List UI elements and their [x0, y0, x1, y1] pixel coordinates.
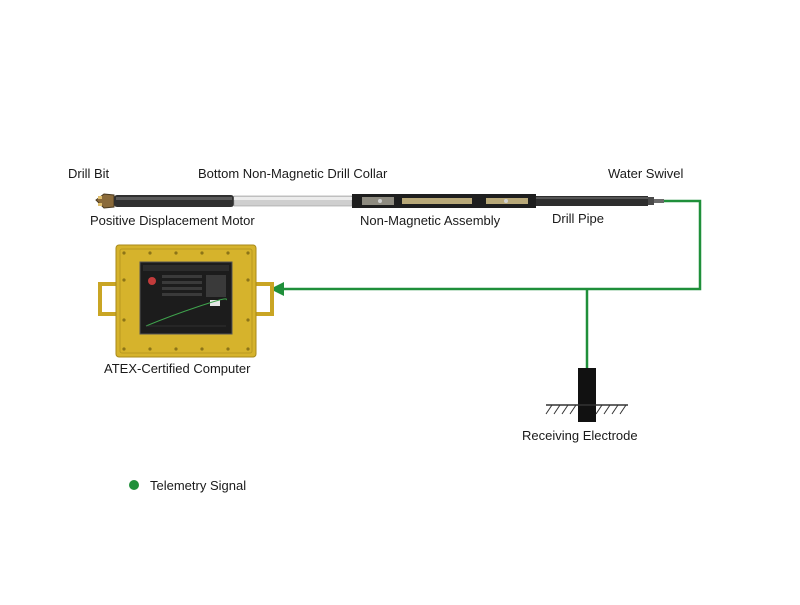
drill-string [95, 193, 664, 209]
label-drill-pipe: Drill Pipe [552, 211, 604, 226]
label-computer: ATEX-Certified Computer [104, 361, 251, 376]
motor-section [114, 195, 234, 207]
label-bottom-collar: Bottom Non-Magnetic Drill Collar [198, 166, 388, 181]
drill-pipe-section [536, 196, 648, 206]
label-drill-bit: Drill Bit [68, 166, 110, 181]
legend-label: Telemetry Signal [150, 478, 246, 493]
label-pdm: Positive Displacement Motor [90, 213, 255, 228]
label-water-swivel: Water Swivel [608, 166, 683, 181]
legend: Telemetry Signal [129, 478, 246, 493]
signal-arrow-icon [270, 282, 284, 296]
water-swivel-icon [648, 197, 664, 205]
telemetry-signal-path [282, 199, 702, 368]
nm-assembly-section [352, 194, 536, 208]
label-electrode: Receiving Electrode [522, 428, 638, 443]
label-nm-assembly: Non-Magnetic Assembly [360, 213, 501, 228]
green-dot-icon [129, 480, 139, 490]
drill-bit-icon [95, 193, 115, 209]
receiving-electrode-icon [545, 368, 628, 422]
atex-computer-icon [98, 244, 274, 358]
